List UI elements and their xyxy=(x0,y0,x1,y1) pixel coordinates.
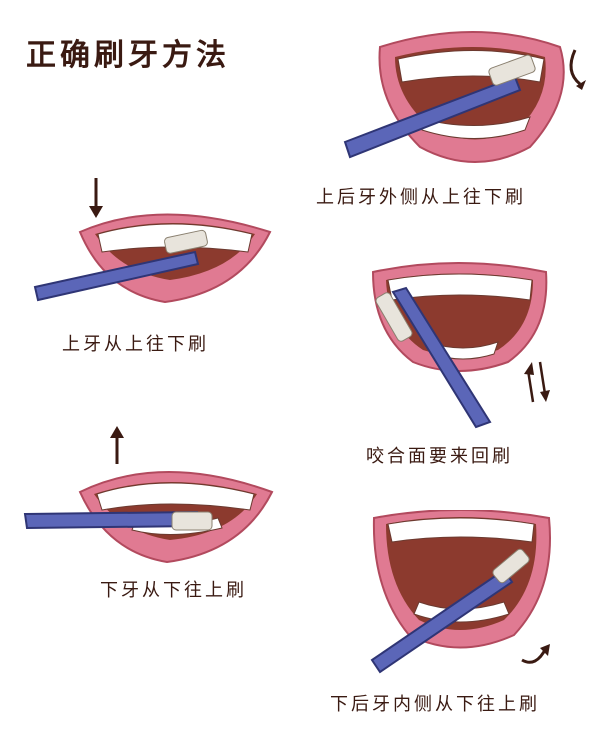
lower-back-inner-illustration xyxy=(364,510,564,680)
toothbrush xyxy=(343,54,536,159)
page-title: 正确刷牙方法 xyxy=(26,38,230,73)
upper-teeth xyxy=(96,482,255,511)
mouth-interior xyxy=(386,517,537,630)
curved-down-arrow-icon xyxy=(569,49,581,86)
caption-upper-front: 上牙从上往下刷 xyxy=(62,334,209,355)
lower-front-illustration xyxy=(22,422,277,572)
caption-chewing-surface: 咬合面要来回刷 xyxy=(366,446,513,467)
upper-front-illustration xyxy=(30,172,275,322)
caption-lower-front: 下牙从下往上刷 xyxy=(100,580,247,601)
curved-up-arrow-icon xyxy=(521,644,550,664)
toothbrush xyxy=(23,510,213,531)
up-down-arrows-icon xyxy=(524,361,550,403)
toothbrush xyxy=(370,548,530,674)
caption-lower-back-inner: 下后牙内侧从下往上刷 xyxy=(330,694,540,715)
upper-teeth xyxy=(387,517,535,543)
caption-upper-back-outer: 上后牙外侧从上往下刷 xyxy=(316,187,526,208)
toothbrush xyxy=(375,286,492,429)
lower-teeth xyxy=(413,116,531,139)
chewing-surface-illustration xyxy=(368,262,558,437)
upper-back-outer-illustration xyxy=(340,22,610,172)
upper-teeth xyxy=(387,273,533,301)
toothbrush xyxy=(33,229,208,302)
